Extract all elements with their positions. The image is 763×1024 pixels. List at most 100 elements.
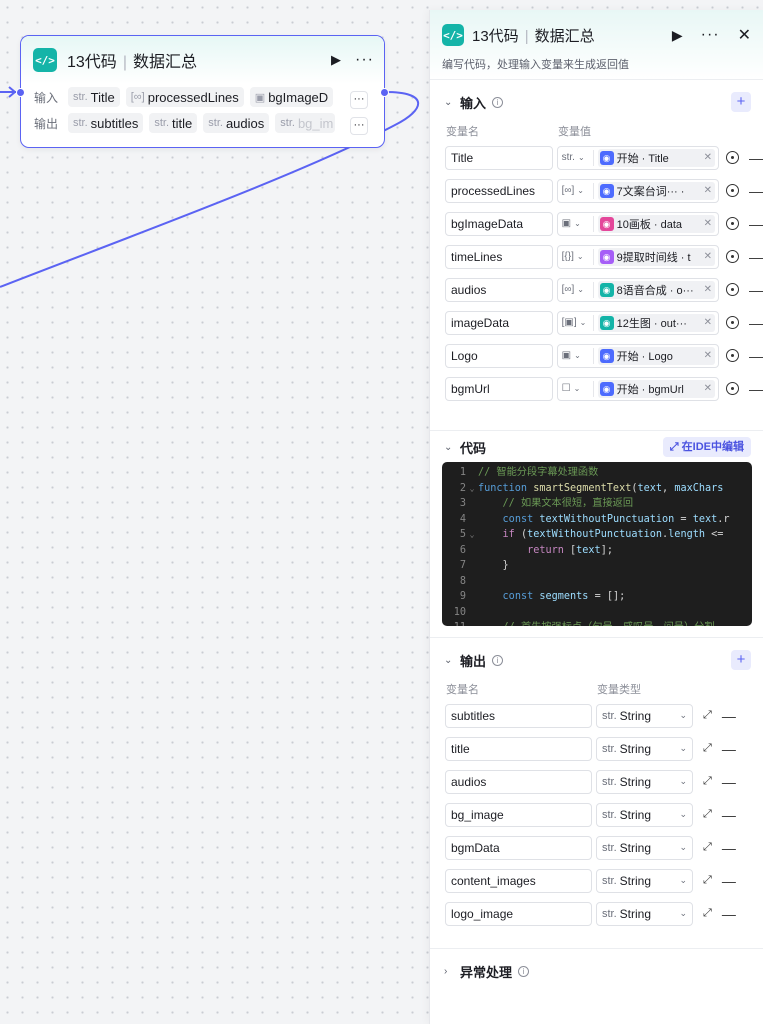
code-node-card[interactable]: </> 13代码|数据汇总 ▶ ··· 输入 str.Title [∞]proc… [16,35,389,148]
type-select[interactable]: str.⌄ [562,149,594,166]
output-type-select[interactable]: str.String⌄ [596,769,693,794]
variable-name-input[interactable]: audios [445,277,553,302]
clear-reference-icon[interactable]: ✕ [703,350,712,361]
reference-picker-icon[interactable] [726,184,739,197]
clear-reference-icon[interactable]: ✕ [703,185,712,196]
expand-icon[interactable]: ⤢ [703,742,712,754]
info-icon[interactable]: i [492,96,504,108]
clear-reference-icon[interactable]: ✕ [703,383,712,394]
output-type-select[interactable]: str.String⌄ [596,868,693,893]
remove-variable-button[interactable]: — [749,248,763,265]
close-icon[interactable]: ✕ [737,27,751,44]
reference-picker-icon[interactable] [726,250,739,263]
remove-variable-button[interactable]: — [749,182,763,199]
expand-icon[interactable]: ⤢ [703,775,712,787]
type-select[interactable]: ☐⌄ [562,380,594,397]
output-name-input[interactable]: subtitles [445,703,592,728]
variable-name-input[interactable]: bgImageData [445,211,553,236]
output-name-input[interactable]: audios [445,769,592,794]
variable-name-input[interactable]: Logo [445,343,553,368]
outputs-more-button[interactable]: ··· [350,117,368,135]
reference-picker-icon[interactable] [726,283,739,296]
run-node-icon[interactable]: ▶ [671,26,683,43]
variable-value-field[interactable]: [{}]⌄◉9提取时间线 · t✕ [556,244,719,269]
output-type-select[interactable]: str.String⌄ [596,802,693,827]
variable-name-input[interactable]: processedLines [445,178,553,203]
output-type-select[interactable]: str.String⌄ [596,901,693,926]
node-more-icon[interactable]: ··· [355,51,374,68]
variable-value-field[interactable]: [▣]⌄◉12生图 · out···✕ [556,310,719,335]
variable-value-field[interactable]: ☐⌄◉开始 · bgmUrl✕ [556,376,719,401]
reference-picker-icon[interactable] [726,382,739,395]
type-select[interactable]: ▣⌄ [562,347,594,364]
error-section[interactable]: › 异常处理 i [430,960,763,982]
output-name-input[interactable]: bg_image [445,802,592,827]
output-name-input[interactable]: logo_image [445,901,592,926]
variable-value-field[interactable]: [∞]⌄◉8语音合成 · o···✕ [556,277,719,302]
type-select[interactable]: [∞]⌄ [562,182,594,199]
clear-reference-icon[interactable]: ✕ [703,152,712,163]
reference-picker-icon[interactable] [726,151,739,164]
variable-name-input[interactable]: Title [445,145,553,170]
variable-name-input[interactable]: imageData [445,310,553,335]
remove-variable-button[interactable]: — [749,149,763,166]
variable-value-field[interactable]: ▣⌄◉开始 · Logo✕ [556,343,719,368]
panel-more-icon[interactable]: ··· [700,26,720,43]
output-type-select[interactable]: str.String⌄ [596,835,693,860]
remove-variable-button[interactable]: — [749,314,763,331]
type-select[interactable]: ▣⌄ [562,215,594,232]
variable-value-field[interactable]: [∞]⌄◉7文案台词··· ·✕ [556,178,719,203]
variable-name-input[interactable]: bgmUrl [445,376,553,401]
reference-picker-icon[interactable] [726,316,739,329]
expand-icon[interactable]: ⤢ [703,874,712,886]
type-select[interactable]: [{}]⌄ [562,248,594,265]
clear-reference-icon[interactable]: ✕ [703,251,712,262]
info-icon[interactable]: i [518,965,530,977]
remove-variable-button[interactable]: — [749,380,763,397]
panel-title[interactable]: 13代码|数据汇总 [472,27,595,45]
remove-output-button[interactable]: — [721,872,736,889]
chevron-down-icon[interactable]: ⌄ [444,96,453,108]
remove-output-button[interactable]: — [721,740,736,757]
remove-output-button[interactable]: — [721,806,736,823]
output-port[interactable] [380,88,389,97]
chevron-down-icon[interactable]: ⌄ [444,654,453,666]
variable-value-field[interactable]: ▣⌄◉10画板 · data✕ [556,211,719,236]
remove-output-button[interactable]: — [721,773,736,790]
edit-in-ide-button[interactable]: ⤢ 在IDE中编辑 [662,437,751,457]
variable-value-field[interactable]: str.⌄◉开始 · Title✕ [556,145,719,170]
remove-output-button[interactable]: — [721,905,736,922]
chevron-down-icon[interactable]: ⌄ [444,441,453,453]
info-icon[interactable]: i [492,654,504,666]
run-node-icon[interactable]: ▶ [331,52,342,67]
chevron-right-icon[interactable]: › [444,965,448,977]
type-select[interactable]: [▣]⌄ [562,314,594,331]
variable-name-input[interactable]: timeLines [445,244,553,269]
remove-variable-button[interactable]: — [749,281,763,298]
type-select[interactable]: [∞]⌄ [562,281,594,298]
output-name-input[interactable]: title [445,736,592,761]
clear-reference-icon[interactable]: ✕ [703,218,712,229]
output-name-input[interactable]: content_images [445,868,592,893]
reference-picker-icon[interactable] [726,217,739,230]
expand-icon[interactable]: ⤢ [703,709,712,721]
output-type-select[interactable]: str.String⌄ [596,703,693,728]
inputs-more-button[interactable]: ··· [350,91,368,109]
clear-reference-icon[interactable]: ✕ [703,284,712,295]
expand-icon[interactable]: ⤢ [703,808,712,820]
add-input-button[interactable]: + [731,92,751,112]
reference-picker-icon[interactable] [726,349,739,362]
remove-output-button[interactable]: — [721,707,736,724]
output-type-select[interactable]: str.String⌄ [596,736,693,761]
input-port[interactable] [16,88,25,97]
expand-icon[interactable]: ⤢ [703,907,712,919]
output-name-input[interactable]: bgmData [445,835,592,860]
remove-output-button[interactable]: — [721,839,736,856]
clear-reference-icon[interactable]: ✕ [703,317,712,328]
remove-variable-button[interactable]: — [749,347,763,364]
remove-variable-button[interactable]: — [749,215,763,232]
expand-icon[interactable]: ⤢ [703,841,712,853]
add-output-button[interactable]: + [731,650,751,670]
variable-reference: ◉开始 · Title✕ [597,148,715,167]
